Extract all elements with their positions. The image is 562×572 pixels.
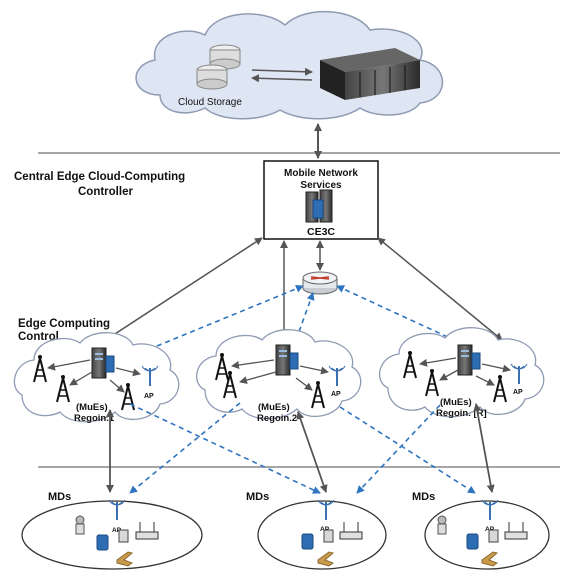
controller-server-icon xyxy=(305,189,333,223)
region1-link xyxy=(109,379,125,393)
edge-control-title-line1: Edge Computing xyxy=(18,318,110,330)
link-controller-region3 xyxy=(377,237,503,341)
md3-router-icon xyxy=(504,522,528,540)
md1-ap-label: AP xyxy=(112,527,122,534)
md2-router-icon xyxy=(339,522,363,540)
region3-link xyxy=(419,357,457,367)
dashed-region2-mds3 xyxy=(339,406,476,494)
dashed-region3-mds2 xyxy=(356,404,441,494)
region3-link xyxy=(439,369,459,381)
region2-label-line2: Regoin.2 xyxy=(257,413,297,424)
md1-router-icon xyxy=(135,522,159,540)
central-controller-title-line1: Central Edge Cloud-Computing xyxy=(14,171,185,183)
md2-plane-icon xyxy=(317,551,335,567)
router-icon xyxy=(302,271,338,295)
region3-link xyxy=(481,363,511,373)
controller-title-line2: Services xyxy=(300,180,342,191)
dashed-region2-mds1 xyxy=(129,402,241,494)
md1-phone-icon xyxy=(96,534,109,551)
region2-link xyxy=(239,371,277,384)
md3-robot-icon xyxy=(437,515,447,535)
region3-link xyxy=(475,375,495,386)
md3-plane-icon xyxy=(481,551,499,567)
region1-ap-label: AP xyxy=(144,393,154,400)
mds-label-3: MDs xyxy=(412,491,435,503)
region2-link xyxy=(231,359,275,369)
md1-plane-icon xyxy=(116,551,134,567)
md2-handheld-icon xyxy=(323,529,334,543)
link-storage-to-dc xyxy=(251,67,313,76)
link-controller-region1 xyxy=(97,237,263,346)
region2-label-line1: (MuEs) xyxy=(258,402,290,413)
dashed-region1-mds2 xyxy=(129,403,321,494)
edge-control-title-line2: Control xyxy=(18,331,59,343)
dashed-router-region3 xyxy=(336,285,466,346)
link-dc-to-storage xyxy=(251,74,313,83)
datacenter-icon xyxy=(320,48,420,100)
md-group-3 xyxy=(424,500,550,570)
region3-label-line1: (MuEs) xyxy=(440,397,472,408)
controller-name: CE3C xyxy=(307,226,335,238)
region2-ap-label: AP xyxy=(331,391,341,398)
md3-handheld-icon xyxy=(488,529,499,543)
md1-robot-icon xyxy=(75,515,85,535)
region1-label-line1: (MuEs) xyxy=(76,402,108,413)
database-icon xyxy=(196,44,241,90)
md3-phone-icon xyxy=(466,533,479,550)
region1-link xyxy=(47,359,91,371)
md1-handheld-icon xyxy=(118,529,129,543)
region1-label-line2: Regoin.1 xyxy=(74,413,115,424)
controller-title-line1: Mobile Network xyxy=(284,168,358,179)
region3-label-line2: Regoin. [R] xyxy=(436,408,487,419)
region1-link xyxy=(115,367,141,377)
region2-link xyxy=(295,377,313,391)
region2-link xyxy=(299,365,329,375)
cloud-storage-label: Cloud Storage xyxy=(178,97,242,108)
md-group-2 xyxy=(257,500,387,570)
md-group-1 xyxy=(21,500,203,570)
mds-label-1: MDs xyxy=(48,491,71,503)
link-region3-mds3 xyxy=(473,403,495,493)
mds-label-2: MDs xyxy=(246,491,269,503)
central-controller-title-line2: Controller xyxy=(78,186,133,198)
region1-link xyxy=(69,371,93,386)
region3-ap-label: AP xyxy=(513,389,523,396)
link-region2-mds2 xyxy=(296,411,328,493)
md2-phone-icon xyxy=(301,533,314,550)
